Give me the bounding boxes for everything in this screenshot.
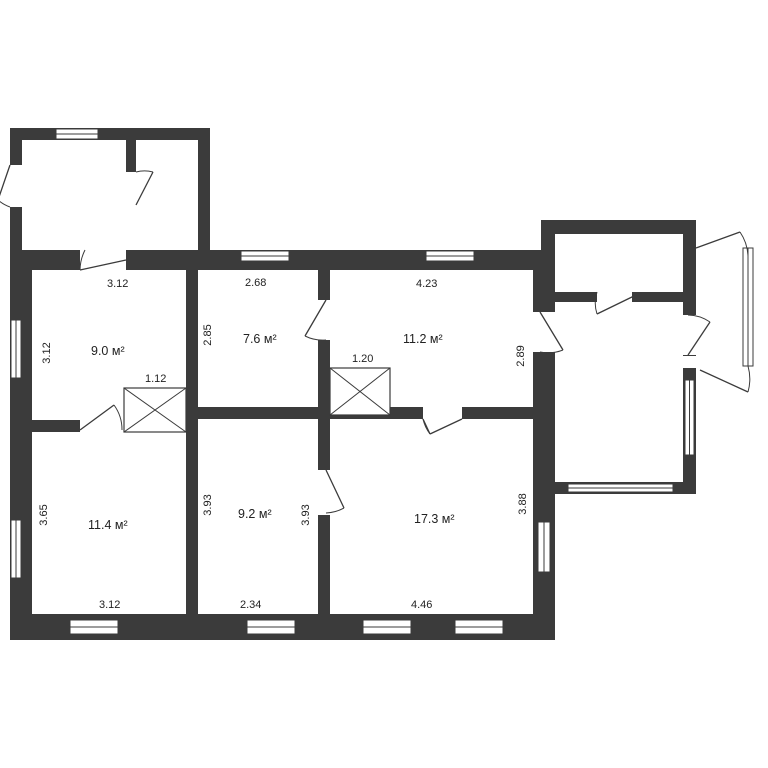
shaft-left: [123, 387, 187, 433]
dim-bottom-mid-width: 2.34: [240, 599, 261, 611]
door-porch-right: [687, 314, 711, 356]
dim-bottom-right-width: 4.46: [411, 599, 432, 611]
window-bay: [742, 247, 754, 367]
door-left-annex: [0, 164, 11, 208]
window-left-bottom: [10, 519, 22, 579]
window-porch-right: [684, 379, 695, 456]
window-top-right: [425, 250, 475, 262]
dim-bottom-left-height: 3.65: [38, 504, 50, 525]
dim-top-left-height: 3.12: [41, 342, 53, 363]
area-room-top-left: 9.0 м²: [91, 344, 125, 358]
door-mid-top: [304, 299, 327, 341]
doors: [0, 164, 751, 514]
areas: 9.0 м² 11.4 м² 7.6 м² 9.2 м² 11.2 м² 17.…: [88, 332, 455, 532]
door-openings: [10, 165, 696, 515]
door-bay-bottom: [699, 365, 751, 393]
dim-bottom-mid-height-left: 3.93: [202, 494, 214, 515]
floors: [22, 140, 683, 614]
area-room-bottom-right: 17.3 м²: [414, 512, 455, 526]
dim-right-shaft: 1.20: [352, 353, 373, 365]
door-to-porch: [539, 311, 564, 354]
window-right-main: [537, 521, 551, 573]
window-bottom-right-a: [362, 619, 412, 635]
dim-bottom-right-height: 3.88: [517, 493, 529, 514]
dim-left-shaft: 1.12: [145, 373, 166, 385]
door-between-left-rooms: [79, 404, 123, 431]
window-bottom-mid: [246, 619, 296, 635]
dim-top-left-width: 3.12: [107, 278, 128, 290]
dim-bottom-left-width: 3.12: [99, 599, 120, 611]
window-bottom-right-b: [454, 619, 504, 635]
area-room-top-mid: 7.6 м²: [243, 332, 277, 346]
shaft-right: [329, 367, 391, 416]
door-to-room-top-left: [79, 249, 127, 271]
dim-top-right-width: 4.23: [416, 278, 437, 290]
window-top-mid: [240, 250, 290, 262]
window-porch-bottom: [567, 483, 674, 493]
door-mid-bottom: [325, 469, 345, 514]
dim-top-mid-height: 2.85: [202, 324, 214, 345]
dim-top-right-height: 2.89: [515, 345, 527, 366]
door-bay-top: [695, 231, 749, 257]
area-room-bottom-mid: 9.2 м²: [238, 507, 272, 521]
area-room-bottom-left: 11.4 м²: [88, 518, 128, 532]
dim-top-mid-width: 2.68: [245, 277, 266, 289]
window-bottom-left: [69, 619, 119, 635]
area-room-top-right: 11.2 м²: [403, 332, 443, 346]
dim-bottom-mid-height-right: 3.93: [300, 504, 312, 525]
dimensions: 3.12 3.12 1.12 3.65 3.12 2.68 2.85 3.93 …: [38, 277, 529, 611]
door-right-inner: [422, 418, 463, 435]
door-annex-inner: [135, 170, 154, 206]
window-left-top: [10, 319, 22, 379]
window-top-annex: [55, 128, 99, 140]
door-porch-storage: [594, 291, 635, 315]
